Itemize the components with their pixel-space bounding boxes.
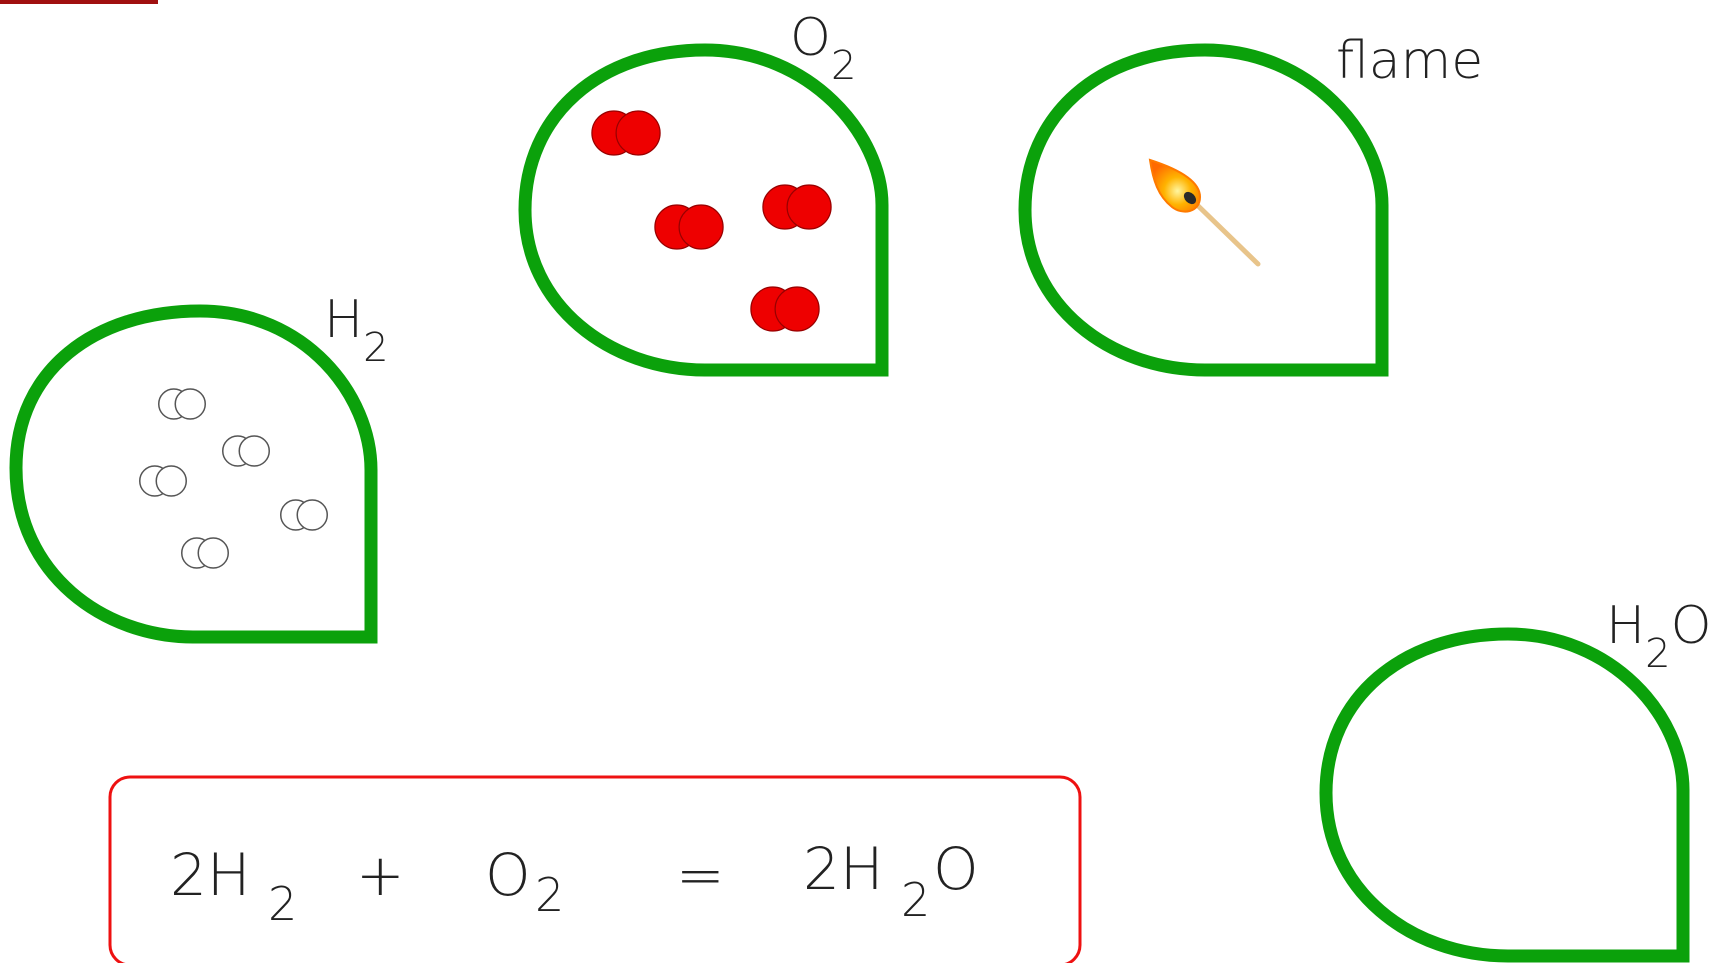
container-flame: flame	[1018, 31, 1483, 377]
reactant2: O	[485, 841, 531, 909]
reactant1-sub: 2	[268, 877, 297, 931]
hydrogen-molecule	[222, 435, 270, 467]
hydrogen-molecules	[139, 388, 328, 569]
o2-label: O2	[790, 8, 856, 89]
hydrogen-molecule	[181, 537, 229, 569]
equation-border	[108, 775, 1082, 963]
plus-sign: +	[356, 841, 405, 909]
flame-label: flame	[1336, 31, 1483, 91]
equation-text: 2H 2 + O 2 = 2H 2 O	[170, 835, 979, 934]
container-o2-outline	[518, 43, 889, 377]
reactant2-sub: 2	[535, 868, 564, 922]
reactant1-coef: 2H	[170, 841, 251, 909]
container-h2o: H2O	[1319, 596, 1712, 963]
oxygen-molecules	[591, 110, 832, 332]
product-tail: O	[933, 835, 979, 903]
oxygen-molecule	[654, 204, 724, 250]
oxygen-molecule	[762, 184, 832, 230]
product-coef: 2H	[803, 835, 884, 903]
product-sub: 2	[901, 873, 930, 927]
container-h2o-outline	[1319, 627, 1690, 963]
container-h2: H2	[9, 290, 389, 644]
corner-tab	[0, 0, 158, 4]
container-h2-outline	[9, 304, 378, 644]
container-flame-outline	[1018, 43, 1389, 377]
container-o2: O2	[518, 8, 889, 377]
match-icon	[1148, 158, 1261, 267]
hydrogen-molecule	[158, 388, 206, 420]
h2-label: H2	[324, 290, 389, 371]
oxygen-molecule	[591, 110, 661, 156]
oxygen-molecule	[750, 286, 820, 332]
hydrogen-molecule	[139, 465, 187, 497]
equals-sign: =	[676, 841, 725, 909]
h2o-label: H2O	[1606, 596, 1712, 677]
hydrogen-molecule	[280, 499, 328, 531]
equation-box: 2H 2 + O 2 = 2H 2 O	[108, 775, 1082, 963]
